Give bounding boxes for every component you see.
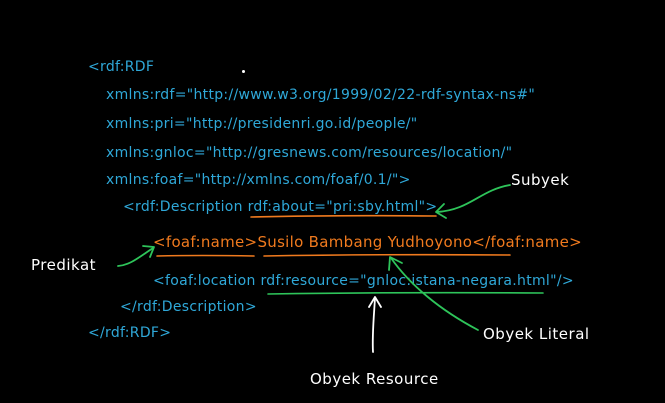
code-foaf-location: <foaf:location rdf:resource="gnloc:istan… [153, 272, 574, 290]
arrow-obyek-literal [390, 257, 479, 331]
underline-obyek-resource [267, 291, 544, 295]
code-description-bracket: > [425, 199, 438, 215]
label-subyek: Subyek [511, 171, 570, 189]
code-description-close-text: </rdf:Description> [120, 299, 257, 315]
code-description-about: rdf:about="pri:sby.html" [247, 199, 426, 215]
code-rdf-open: <rdf:RDF [88, 58, 154, 76]
code-ns-pri: xmlns:pri="http://presidenri.go.id/peopl… [106, 115, 418, 133]
arrow-subyek [436, 184, 511, 213]
label-predikat: Predikat [31, 256, 97, 274]
code-ns-pri-text: xmlns:pri="http://presidenri.go.id/peopl… [106, 116, 418, 132]
code-rdf-close-text: </rdf:RDF> [88, 325, 172, 341]
stray-dot [242, 70, 245, 73]
code-ns-foaf-text: xmlns:foaf="http://xmlns.com/foaf/0.1/"> [106, 172, 411, 188]
code-description-open: <rdf:Description rdf:about="pri:sby.html… [123, 198, 437, 216]
code-rdf-close: </rdf:RDF> [88, 324, 171, 342]
code-ns-gnloc-text: xmlns:gnloc="http://gresnews.com/resourc… [106, 145, 513, 161]
code-foaf-name-close: </foaf:name> [472, 233, 583, 251]
underline-obyek-literal [263, 253, 511, 257]
code-ns-foaf: xmlns:foaf="http://xmlns.com/foaf/0.1/"> [106, 171, 411, 189]
arrowhead-subyek [435, 203, 447, 219]
code-description-close: </rdf:Description> [120, 298, 257, 316]
code-ns-gnloc: xmlns:gnloc="http://gresnews.com/resourc… [106, 144, 512, 162]
arrow-obyek-resource [371, 297, 376, 353]
code-foaf-name-value: Susilo Bambang Yudhoyono [257, 233, 473, 251]
code-foaf-name-open: <foaf:name> [153, 233, 258, 251]
arrowhead-obyek-resource [368, 296, 382, 308]
arrow-predikat [117, 247, 154, 267]
code-foaf-location-text: <foaf:location rdf:resource="gnloc:istan… [153, 273, 574, 289]
arrowhead-obyek-literal [388, 256, 403, 271]
label-obyek-resource: Obyek Resource [310, 370, 439, 388]
code-ns-rdf: xmlns:rdf="http://www.w3.org/1999/02/22-… [106, 86, 535, 104]
code-foaf-name-line: <foaf:name>Susilo Bambang Yudhoyono</foa… [153, 233, 582, 251]
label-obyek-literal: Obyek Literal [483, 325, 590, 343]
code-rdf-open-text: <rdf:RDF [88, 59, 155, 75]
code-ns-rdf-text: xmlns:rdf="http://www.w3.org/1999/02/22-… [106, 87, 536, 103]
code-description-tag: <rdf:Description [123, 199, 248, 215]
underline-predikat [156, 254, 255, 257]
